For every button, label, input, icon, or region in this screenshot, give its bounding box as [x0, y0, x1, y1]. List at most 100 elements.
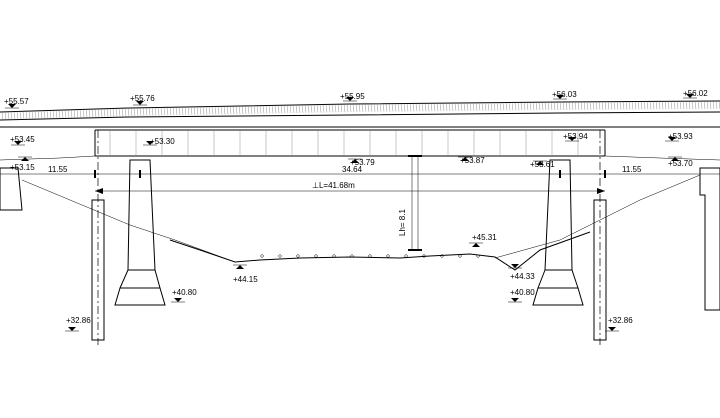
deck-hatch-line — [526, 102, 529, 111]
clearance-label: Lh= 8.1 — [398, 209, 407, 236]
elevation-marker — [346, 97, 354, 101]
deck-hatch-line — [601, 101, 604, 110]
riverbed-stone — [404, 254, 408, 258]
deck-hatch-line — [202, 106, 205, 115]
deck-hatch-line — [175, 107, 178, 116]
elev-beam-left-bottom: +53.15 — [10, 163, 35, 172]
deck-hatch-line — [487, 102, 490, 111]
deck-hatch-line — [379, 103, 382, 112]
deck-hatch-line — [103, 108, 106, 117]
deck-hatch-line — [619, 101, 622, 110]
riverbed-stone — [440, 254, 444, 258]
deck-hatch-line — [535, 102, 538, 111]
deck-hatch-line — [166, 107, 169, 116]
deck-hatch-line — [499, 102, 502, 111]
deck-hatch-line — [493, 102, 496, 111]
elevation-marker — [536, 161, 544, 165]
deck-hatch-line — [436, 103, 439, 112]
elev-deck-mid: +55.95 — [340, 92, 365, 101]
deck-hatch-line — [679, 101, 682, 110]
deck-hatch-line — [358, 103, 361, 112]
elevation-marker — [511, 298, 519, 302]
deck-hatch-line — [241, 105, 244, 114]
deck-hatch-line — [340, 104, 343, 113]
deck-hatch-line — [298, 104, 301, 113]
deck-hatch-line — [31, 110, 34, 120]
deck-hatch-line — [424, 103, 427, 112]
deck-hatch-line — [55, 110, 58, 119]
elevation-marker — [21, 157, 29, 161]
deck-hatch-line — [121, 108, 124, 117]
deck-hatch-line — [430, 103, 433, 112]
deck-hatch-line — [616, 101, 619, 110]
deck-hatch-line — [154, 107, 157, 116]
deck-hatch-line — [28, 111, 31, 120]
elev-beam-right-bottom: +53.70 — [668, 159, 693, 168]
deck-hatch-line — [364, 103, 367, 112]
deck-hatch-line — [697, 101, 700, 110]
elevation-marker — [146, 141, 154, 145]
deck-hatch-line — [385, 103, 388, 112]
deck-hatch-line — [421, 103, 424, 112]
deck-hatch-line — [649, 101, 652, 110]
deck-hatch-line — [16, 111, 19, 120]
deck-hatch-line — [556, 102, 559, 111]
deck-hatch-line — [451, 103, 454, 112]
deck-hatch-line — [232, 106, 235, 115]
deck-hatch-line — [613, 101, 616, 110]
deck-hatch-line — [466, 102, 469, 111]
deck-hatch-line — [655, 101, 658, 110]
elevation-marker — [351, 159, 359, 163]
deck-hatch-line — [607, 101, 610, 110]
deck-hatch-line — [22, 111, 25, 120]
deck-hatch-line — [706, 101, 709, 110]
deck-hatch-line — [361, 103, 364, 112]
deck-hatch-line — [553, 102, 556, 111]
deck-hatch-line — [193, 106, 196, 115]
deck-hatch-line — [478, 102, 481, 111]
deck-hatch-line — [565, 101, 568, 110]
deck-hatch-line — [133, 107, 136, 116]
elev-footing-left: +40.80 — [172, 288, 197, 297]
deck-hatch-line — [415, 103, 418, 112]
deck-hatch-line — [316, 104, 319, 113]
deck-hatch-line — [670, 101, 673, 110]
deck-hatch-line — [427, 103, 430, 112]
deck-hatch-line — [658, 101, 661, 110]
deck-hatch-line — [7, 111, 10, 120]
deck-hatch-line — [94, 109, 97, 118]
deck-hatch-line — [472, 102, 475, 111]
deck-hatch-line — [265, 105, 268, 114]
deck-hatch-line — [643, 101, 646, 110]
deck-hatch-line — [79, 109, 82, 118]
deck-hatch-line — [496, 102, 499, 111]
deck-hatch-line — [652, 101, 655, 110]
deck-hatch-line — [682, 101, 685, 110]
deck-hatch-line — [106, 108, 109, 117]
elevation-marker — [608, 327, 616, 331]
riverbed-stone — [350, 254, 354, 258]
deck-hatch-line — [418, 103, 421, 112]
deck-hatch-line — [157, 107, 160, 116]
elev-deck-right: +56.02 — [683, 89, 708, 98]
deck-hatch-line — [244, 105, 247, 114]
elev-ground-left: +44.15 — [233, 275, 258, 284]
deck-hatch-line — [403, 103, 406, 112]
deck-hatch-line — [388, 103, 391, 112]
elev-pier-left-cap: +53.30 — [150, 137, 175, 146]
riverbed-stone — [296, 254, 300, 258]
deck-hatch-line — [97, 108, 100, 118]
deck-hatch-line — [574, 101, 577, 110]
deck-hatch-line — [112, 108, 115, 117]
deck-hatch-line — [115, 108, 118, 117]
abutments — [0, 167, 720, 311]
deck-hatch-line — [277, 105, 280, 114]
deck-hatch-line — [442, 103, 445, 112]
deck-hatch-line — [634, 101, 637, 110]
deck-hatch-line — [301, 104, 304, 113]
deck-hatch-line — [259, 105, 262, 114]
deck-hatch-line — [271, 105, 274, 114]
deck-hatch-line — [439, 103, 442, 112]
clearance-dimension: Lh= 8.1 — [398, 155, 422, 251]
deck-hatch-line — [505, 102, 508, 111]
